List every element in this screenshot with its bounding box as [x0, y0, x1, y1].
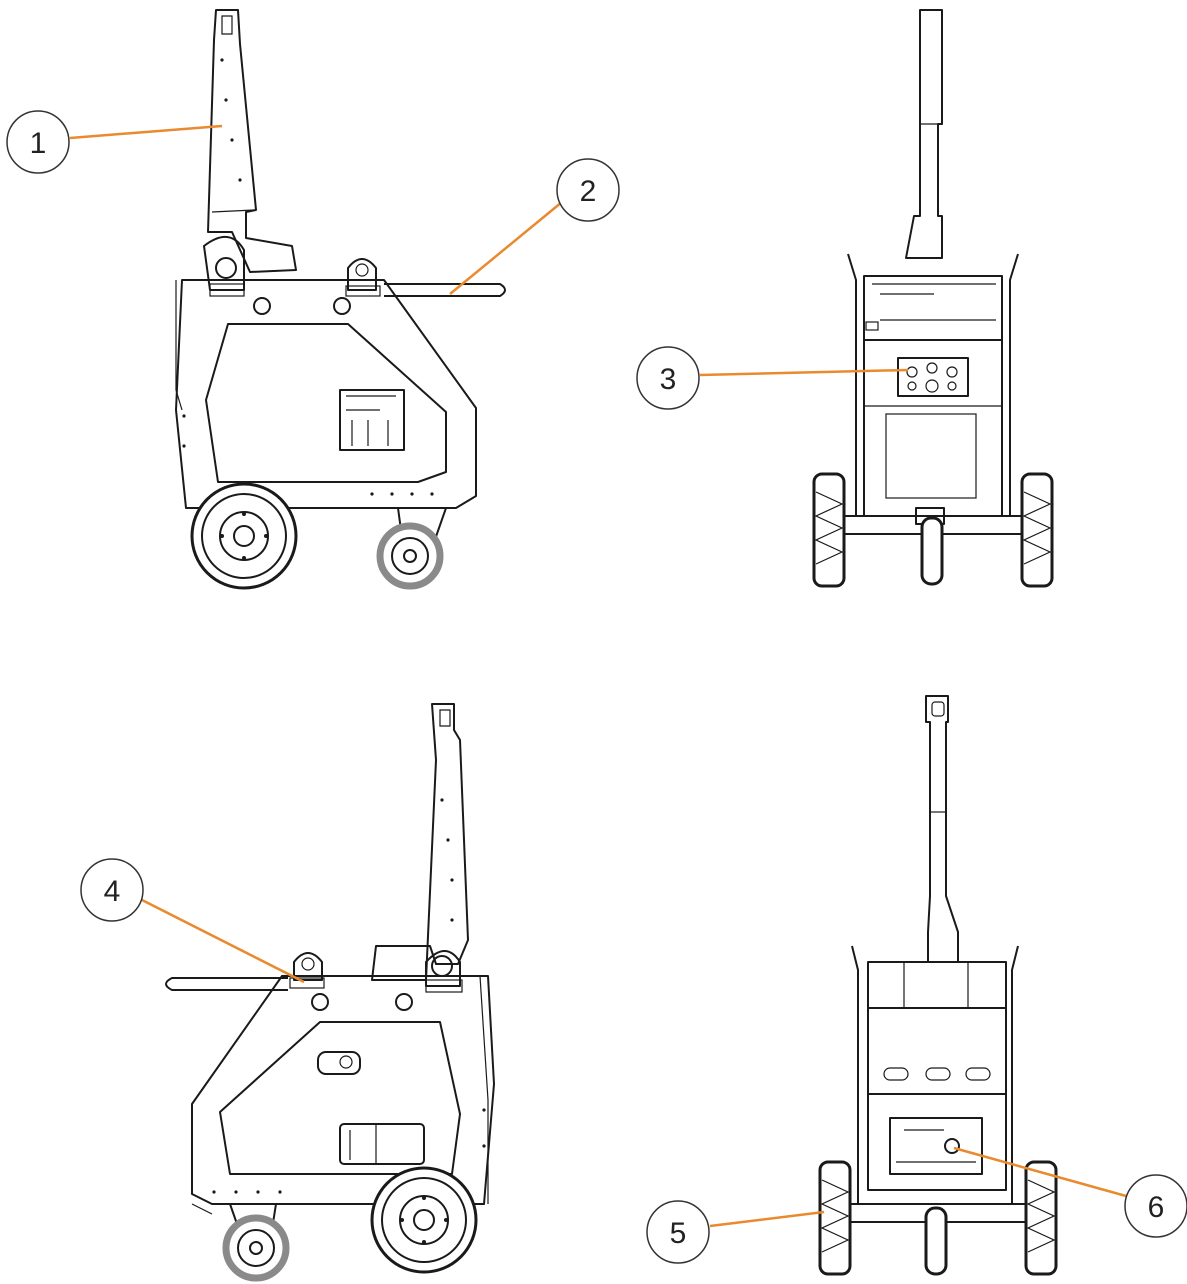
oil-filter [944, 1138, 960, 1154]
front-mast [905, 9, 943, 259]
leader-line-6 [953, 1146, 1127, 1198]
front-view [812, 9, 1054, 588]
back-mast [925, 695, 959, 963]
handle-bar [384, 283, 506, 297]
hood-body [867, 1007, 1007, 1095]
callout-label-5: 5 [670, 1217, 687, 1250]
engine-bay [867, 1093, 1007, 1191]
leader-line-1 [69, 124, 223, 140]
back-left-tire [818, 1160, 852, 1276]
callout-2: 2 [556, 158, 620, 222]
frame-rear [191, 975, 495, 1205]
mast-rear [371, 703, 469, 981]
callout-label-3: 3 [660, 363, 677, 396]
wheel-rear [370, 1166, 478, 1274]
top-housing [863, 275, 1003, 341]
control-panel [897, 357, 969, 397]
callout-6: 6 [1124, 1174, 1187, 1238]
front-caster [376, 522, 444, 590]
leader-line-5 [709, 1210, 825, 1228]
front-right-tire [1020, 472, 1054, 588]
mast [207, 9, 297, 273]
callout-circle-5 [646, 1200, 710, 1264]
side-window [205, 323, 447, 483]
rear-wheel [190, 482, 298, 590]
leader-line-3 [699, 368, 909, 377]
window-rear [219, 1021, 461, 1175]
callout-1: 1 [6, 110, 70, 174]
engine [339, 389, 405, 451]
callout-label-6: 6 [1148, 1191, 1165, 1224]
front-left-tire [812, 472, 846, 588]
side-view-right [165, 703, 495, 1282]
callout-label-2: 2 [580, 175, 597, 208]
side-view-left [175, 9, 506, 590]
lifting-eye-left [293, 952, 323, 981]
engine-rear [339, 1123, 425, 1165]
callout-circle-4 [80, 858, 144, 922]
callouts: 1 2 3 4 5 6 [6, 110, 1187, 1264]
body-front [863, 339, 1003, 517]
callout-label-1: 1 [30, 127, 47, 160]
back-caster [924, 1206, 948, 1276]
back-right-tire [1024, 1160, 1058, 1276]
fuel-cap [317, 1051, 361, 1075]
callout-circle-2 [556, 158, 620, 222]
leader-line-2 [449, 201, 563, 295]
lifting-eye [347, 258, 377, 291]
handle-bar-rear [165, 977, 288, 991]
pivot-plate [203, 236, 245, 291]
access-panel [885, 413, 977, 499]
caster-rear [222, 1214, 290, 1282]
callout-3: 3 [636, 346, 700, 410]
callout-circle-1 [6, 110, 70, 174]
callout-circle-3 [636, 346, 700, 410]
callout-circle-6 [1124, 1174, 1187, 1238]
callout-label-4: 4 [104, 875, 121, 908]
main-frame [175, 279, 477, 509]
hood-top [867, 961, 1007, 1009]
callout-5: 5 [646, 1200, 710, 1264]
leader-line-4 [141, 898, 305, 984]
back-view [818, 695, 1058, 1276]
callout-4: 4 [80, 858, 144, 922]
engine-back [889, 1117, 983, 1175]
front-caster-wheel [915, 507, 945, 586]
